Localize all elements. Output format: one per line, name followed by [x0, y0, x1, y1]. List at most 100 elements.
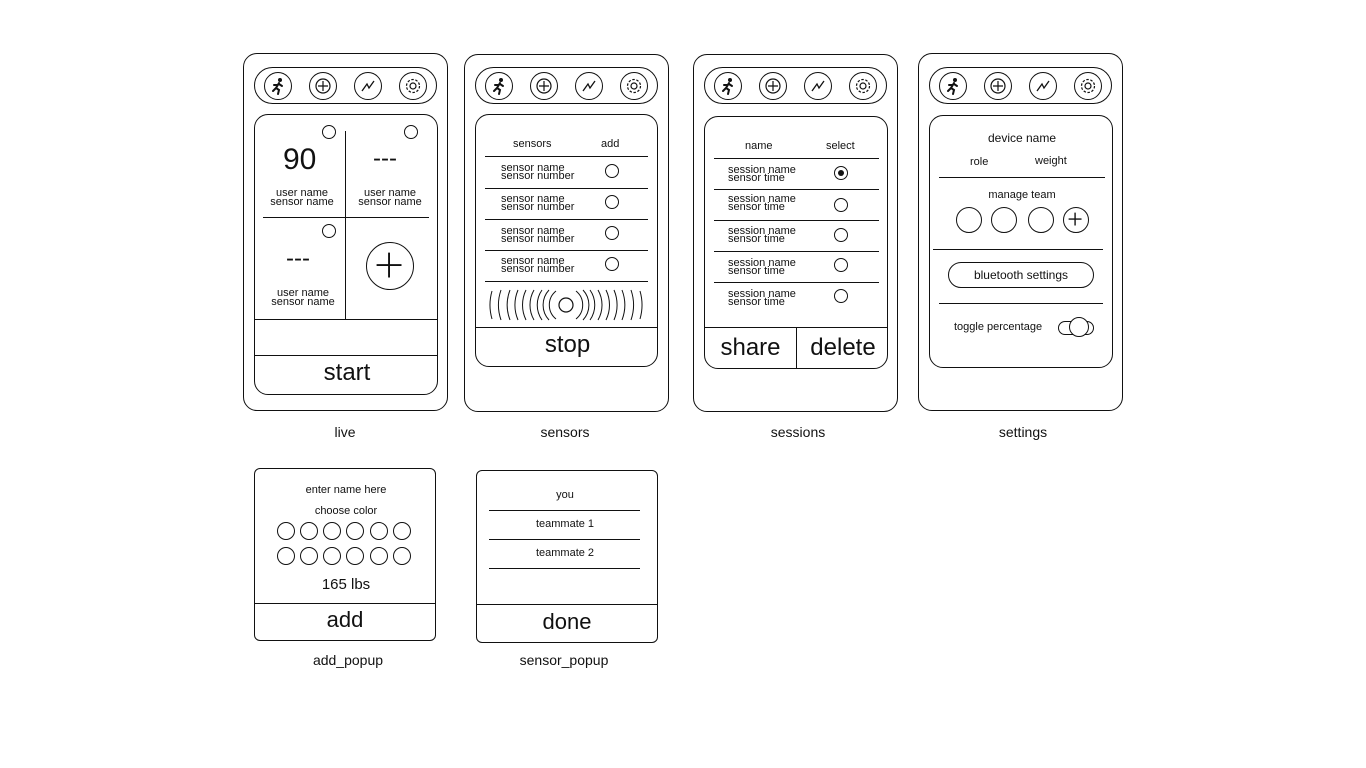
chart-line-icon[interactable] [804, 71, 833, 100]
session-row-time: sensor time [728, 233, 785, 245]
bluetooth-settings-button[interactable]: bluetooth settings [948, 262, 1094, 288]
session-row[interactable]: session name sensor time [705, 159, 887, 189]
plus-icon[interactable] [308, 71, 337, 100]
color-swatch[interactable] [346, 522, 364, 540]
color-swatch[interactable] [323, 547, 341, 565]
live-caption: live [334, 424, 356, 440]
done-button[interactable]: done [542, 609, 592, 634]
color-swatch[interactable] [277, 522, 295, 540]
sensor-add-radio[interactable] [605, 226, 619, 240]
live-cell-1-select[interactable] [322, 125, 336, 139]
color-swatch[interactable] [370, 547, 388, 565]
choose-color-label: choose color [314, 505, 378, 517]
share-button[interactable]: share [720, 334, 781, 361]
stop-button[interactable]: stop [544, 331, 591, 358]
add-popup-frame: enter name here choose color 165 lbs add [254, 468, 436, 641]
sensors-screen: sensors add sensor name sensor number se… [475, 114, 658, 367]
session-row-time: sensor time [728, 265, 785, 277]
chart-line-icon[interactable] [1029, 71, 1058, 100]
gear-icon[interactable] [849, 71, 878, 100]
chart-line-icon[interactable] [575, 71, 604, 100]
live-cell-3-sensor: sensor name [271, 296, 335, 308]
plus-icon[interactable] [983, 71, 1012, 100]
sensor-popup-caption: sensor_popup [519, 652, 609, 668]
session-select-radio[interactable] [834, 166, 848, 180]
sensors-phone-frame [464, 54, 669, 412]
live-cell-3-select[interactable] [322, 224, 336, 238]
delete-button[interactable]: delete [810, 334, 876, 361]
color-swatch[interactable] [277, 547, 295, 565]
color-swatch[interactable] [393, 547, 411, 565]
color-swatch[interactable] [370, 522, 388, 540]
session-select-radio[interactable] [834, 258, 848, 272]
runner-icon[interactable] [938, 71, 967, 100]
add-popup-caption: add_popup [312, 652, 384, 668]
team-list-item[interactable]: teammate 1 [535, 518, 595, 530]
color-swatch[interactable] [346, 547, 364, 565]
team-member-avatar[interactable] [1028, 207, 1054, 233]
weight-value[interactable]: 165 lbs [321, 576, 371, 593]
session-select-radio[interactable] [834, 228, 848, 242]
runner-icon[interactable] [713, 71, 742, 100]
sensor-row[interactable]: sensor name sensor number [476, 250, 657, 281]
add-button[interactable]: add [326, 607, 364, 632]
color-swatch[interactable] [300, 522, 318, 540]
team-member-avatar[interactable] [956, 207, 982, 233]
sensor-row[interactable]: sensor name sensor number [476, 188, 657, 219]
runner-icon[interactable] [263, 71, 292, 100]
team-list-item[interactable]: you [556, 489, 574, 501]
settings-caption: settings [998, 424, 1048, 440]
live-cell-2-value: --- [373, 145, 397, 172]
team-list-item[interactable]: teammate 2 [535, 547, 595, 559]
session-row[interactable]: session name sensor time [705, 282, 887, 313]
live-cell-3-user: user name [277, 287, 329, 299]
sensor-row-name: sensor name [501, 255, 565, 267]
session-select-radio[interactable] [834, 198, 848, 212]
chart-line-icon[interactable] [354, 71, 383, 100]
live-cell-1-sensor: sensor name [270, 196, 334, 208]
team-member-avatar[interactable] [991, 207, 1017, 233]
session-row-name: session name [728, 164, 796, 176]
sensors-nav-bar [475, 67, 658, 104]
plus-icon[interactable] [758, 71, 787, 100]
color-swatch[interactable] [393, 522, 411, 540]
session-row[interactable]: session name sensor time [705, 251, 887, 282]
sensor-row[interactable]: sensor name sensor number [476, 157, 657, 188]
plus-icon[interactable] [529, 71, 558, 100]
weight-field[interactable]: weight [1035, 155, 1067, 167]
manage-team-label: manage team [988, 189, 1056, 201]
sensor-add-radio[interactable] [605, 164, 619, 178]
gear-icon[interactable] [1074, 71, 1103, 100]
add-team-member-button[interactable] [1063, 207, 1089, 233]
sensor-add-radio[interactable] [605, 195, 619, 209]
sensor-row-number: sensor number [501, 201, 575, 213]
gear-icon[interactable] [399, 71, 428, 100]
percentage-toggle[interactable] [1058, 317, 1094, 337]
live-cell-1-user: user name [276, 187, 328, 199]
live-cell-2-user: user name [364, 187, 416, 199]
runner-icon[interactable] [484, 71, 513, 100]
live-cell-2-select[interactable] [404, 125, 418, 139]
role-field[interactable]: role [970, 156, 989, 168]
settings-phone-frame [918, 53, 1123, 411]
color-swatch[interactable] [323, 522, 341, 540]
session-select-radio[interactable] [834, 289, 848, 303]
gear-icon[interactable] [620, 71, 649, 100]
scanning-radar-icon [489, 289, 643, 321]
device-name-field[interactable]: device name [987, 131, 1057, 145]
session-row-name: session name [728, 193, 796, 205]
name-input[interactable]: enter name here [305, 484, 387, 496]
sensor-add-radio[interactable] [605, 257, 619, 271]
live-cell-1-value: 90 [283, 143, 317, 176]
add-user-button[interactable] [366, 242, 414, 290]
sessions-nav-bar [704, 67, 887, 104]
start-button[interactable]: start [323, 359, 371, 386]
color-swatch[interactable] [300, 547, 318, 565]
sessions-caption: sessions [770, 424, 826, 440]
session-row-time: sensor time [728, 296, 785, 308]
session-row-time: sensor time [728, 172, 785, 184]
session-row[interactable]: session name sensor time [705, 220, 887, 251]
sensor-row[interactable]: sensor name sensor number [476, 219, 657, 250]
sessions-header-name: name [745, 140, 773, 152]
session-row[interactable]: session name sensor time [705, 189, 887, 220]
